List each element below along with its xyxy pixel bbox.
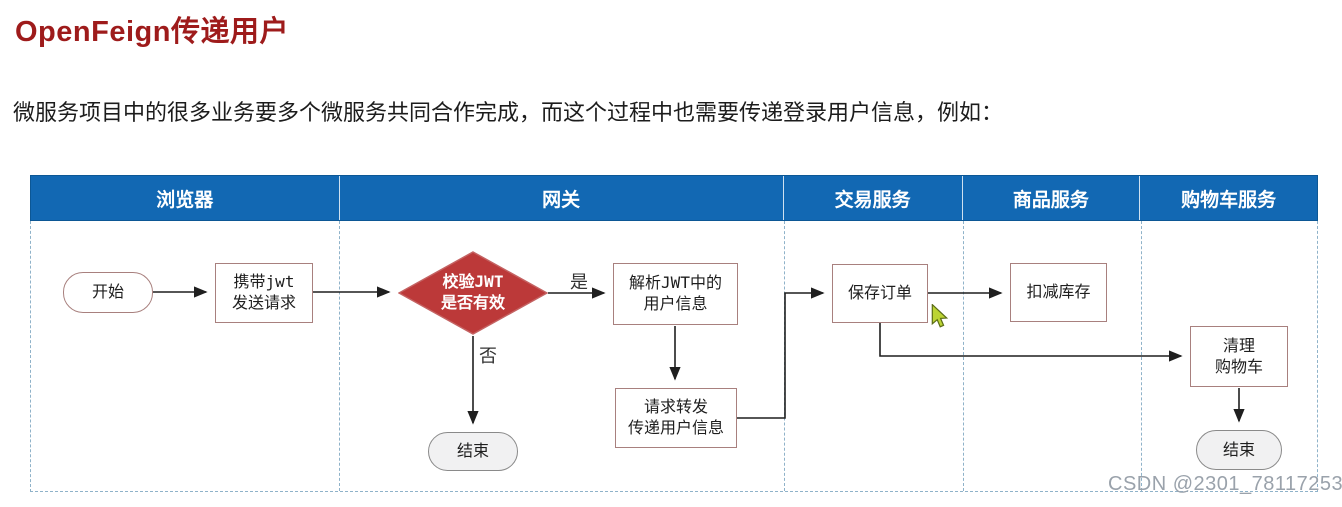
node-label: 开始 — [91, 282, 124, 302]
lane-divider — [339, 221, 340, 491]
edge-label-no: 否 — [479, 346, 497, 367]
lane-divider — [1141, 221, 1142, 491]
node-label: 传递用户信息 — [627, 418, 724, 437]
node-label: 发送请求 — [231, 293, 296, 312]
node-save-order: 保存订单 — [832, 264, 928, 323]
lane-divider — [784, 221, 785, 491]
node-label: 扣减库存 — [1026, 282, 1091, 302]
node-label: 解析JWT中的 — [629, 273, 722, 293]
node-verify-jwt-decision: 校验JWT 是否有效 — [398, 251, 548, 335]
lane-header-cart: 购物车服务 — [1139, 176, 1317, 220]
page-title: OpenFeign传递用户 — [15, 16, 289, 48]
node-label: 清理 — [1222, 335, 1255, 355]
node-label: 用户信息 — [643, 294, 708, 313]
node-label: 结束 — [456, 441, 489, 461]
node-deduct-stock: 扣减库存 — [1010, 263, 1107, 322]
node-forward-request: 请求转发 传递用户信息 — [615, 388, 737, 448]
lane-divider — [963, 221, 964, 491]
intro-text: 微服务项目中的很多业务要多个微服务共同合作完成，而这个过程中也需要传递登录用户信… — [13, 100, 1004, 125]
lane-header-trade: 交易服务 — [782, 176, 962, 220]
lane-header-gateway: 网关 — [338, 176, 783, 220]
lane-header-product: 商品服务 — [961, 176, 1140, 220]
node-start: 开始 — [63, 272, 153, 313]
node-label: 请求转发 — [643, 397, 708, 417]
node-end-cart: 结束 — [1196, 430, 1282, 470]
node-label: 是否有效 — [440, 293, 505, 312]
node-label: 购物车 — [1214, 356, 1263, 376]
swimlane-header-row: 浏览器 网关 交易服务 商品服务 购物车服务 — [30, 175, 1318, 221]
node-label: 结束 — [1222, 439, 1255, 459]
diamond-shape — [398, 251, 548, 335]
node-parse-jwt: 解析JWT中的 用户信息 — [613, 263, 738, 325]
node-label: 携带jwt — [233, 272, 295, 292]
node-label: 保存订单 — [847, 283, 912, 303]
node-label: 校验JWT — [442, 272, 504, 292]
lane-header-browser: 浏览器 — [156, 189, 214, 211]
edge-label-yes: 是 — [570, 272, 588, 293]
node-carry-jwt: 携带jwt 发送请求 — [215, 263, 313, 323]
swimlane-body — [30, 221, 1318, 492]
mouse-cursor-icon — [931, 304, 949, 328]
watermark-text: CSDN @2301_78117253 — [1108, 473, 1342, 495]
node-clear-cart: 清理 购物车 — [1190, 326, 1288, 387]
node-end-gateway: 结束 — [428, 432, 518, 471]
